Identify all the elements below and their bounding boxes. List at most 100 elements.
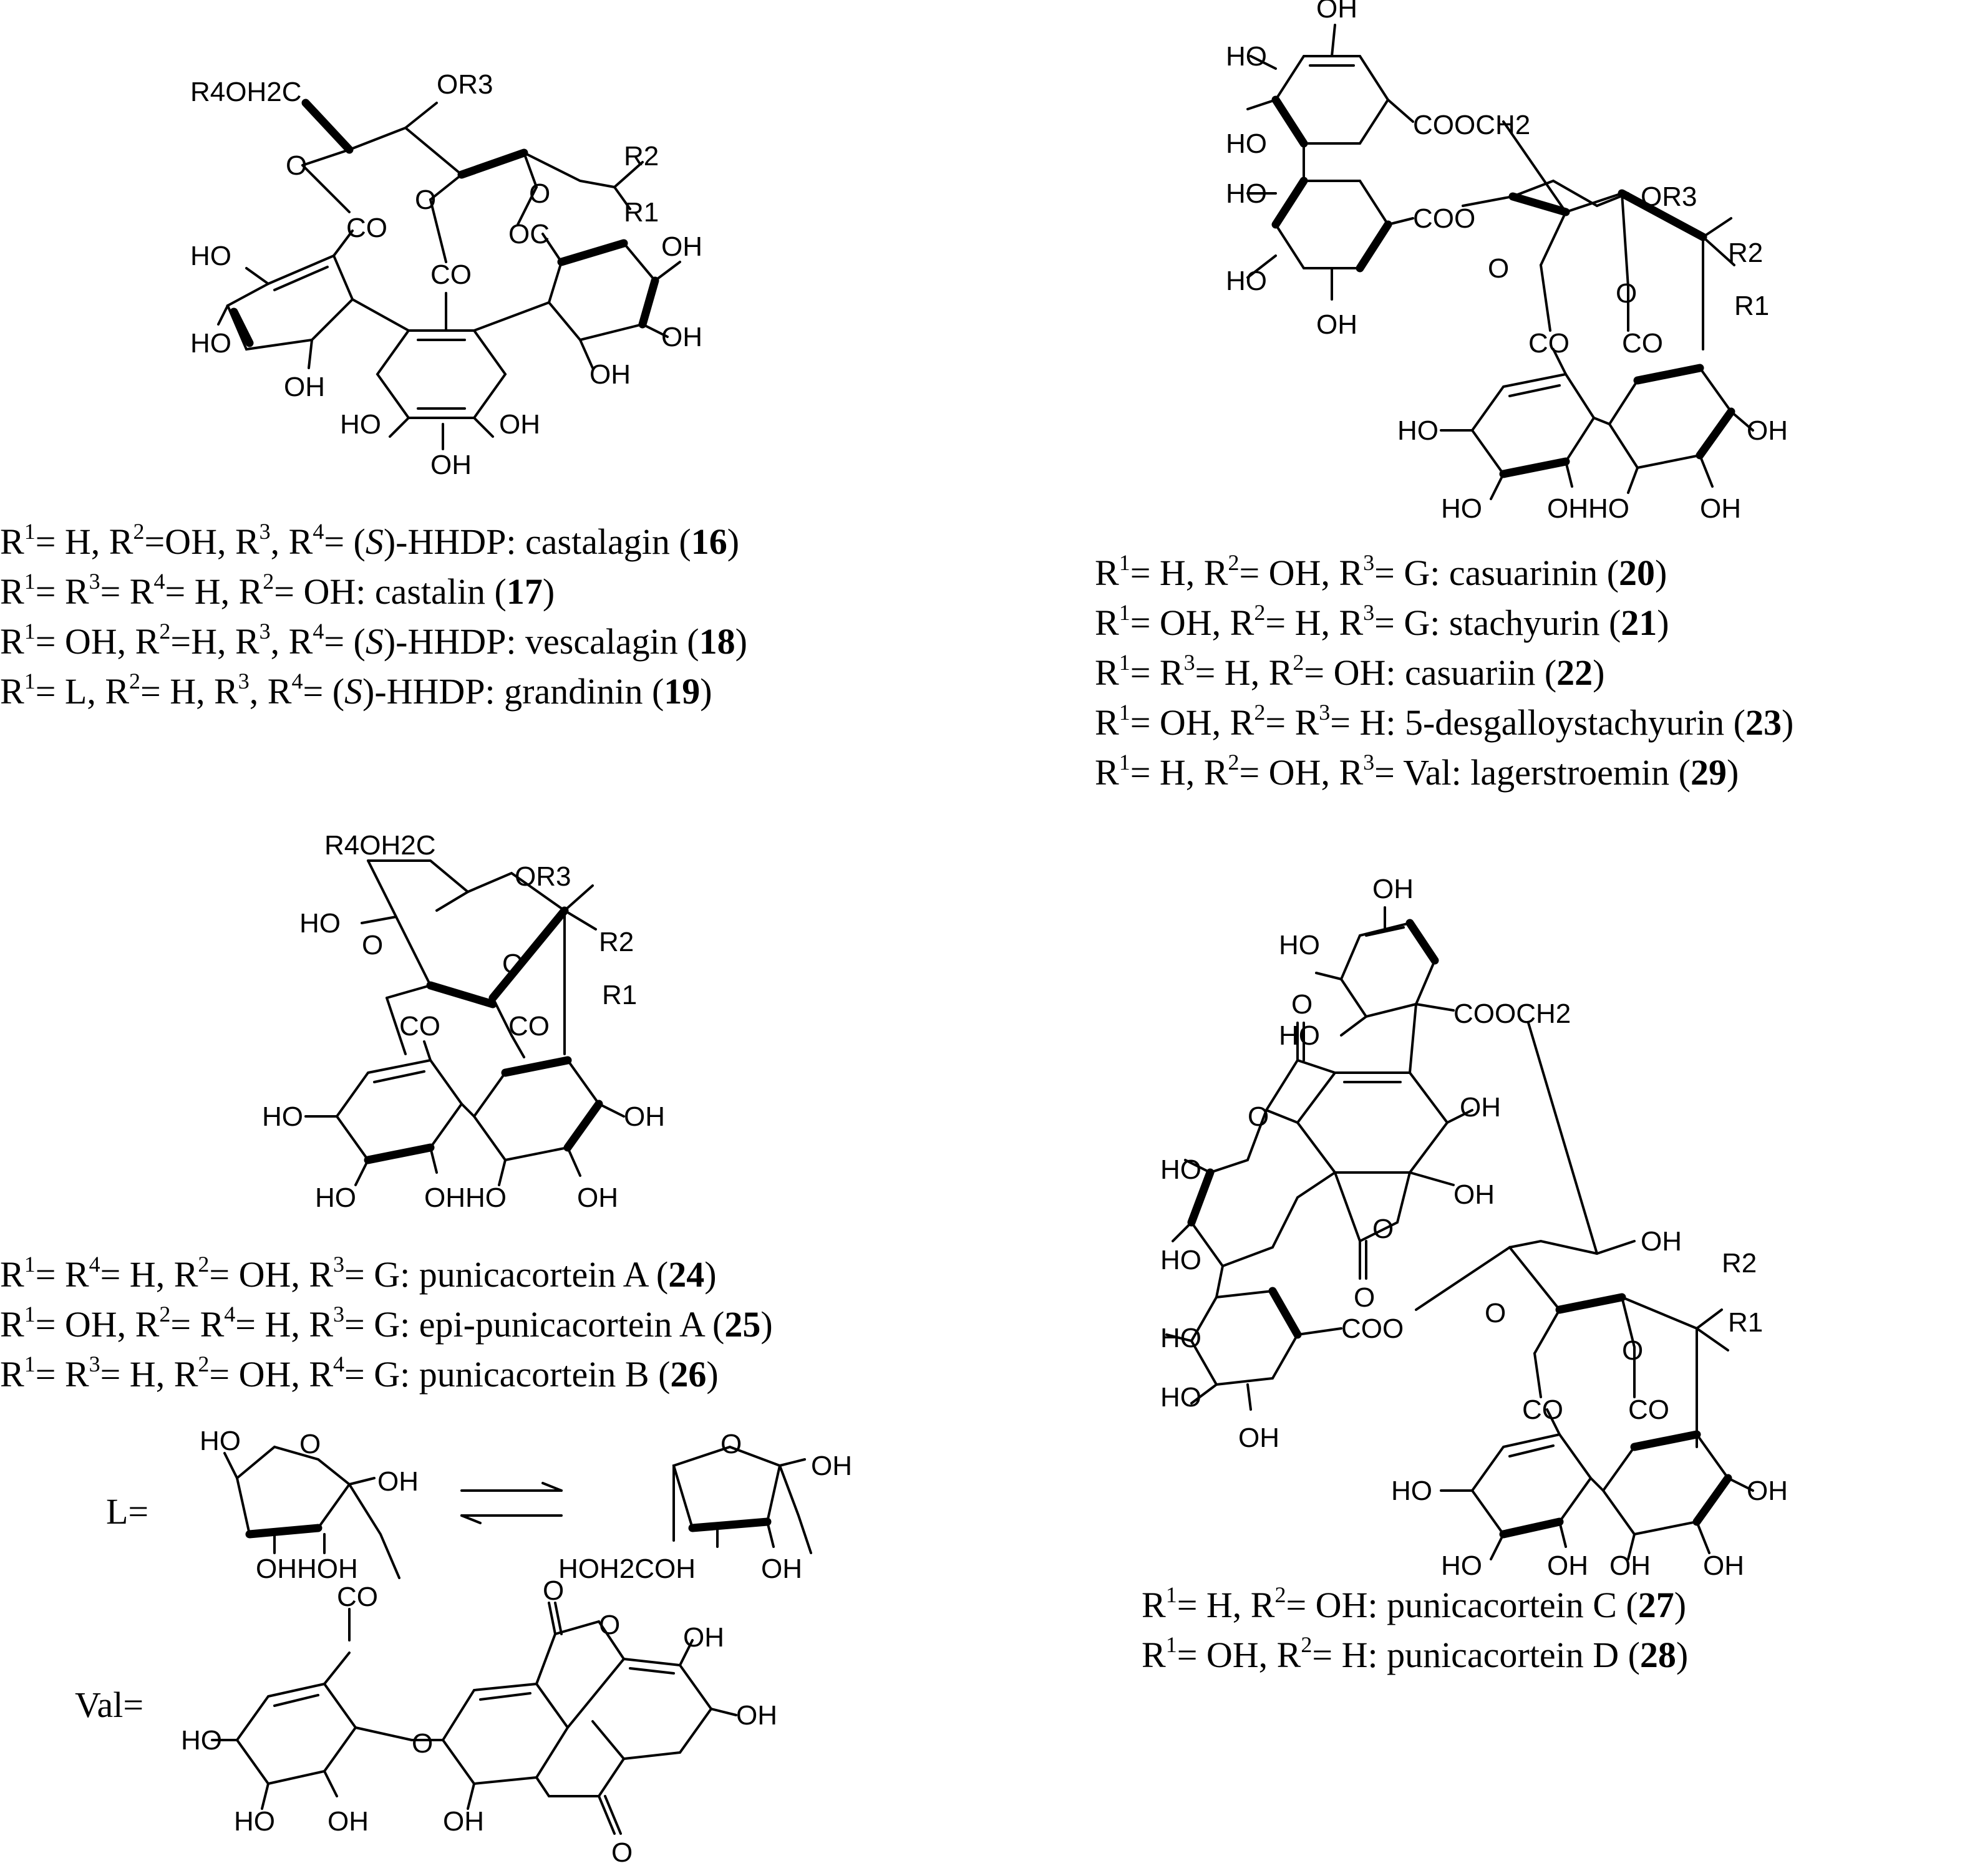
group-label: OH [328, 1806, 369, 1837]
group-label: OC [508, 219, 550, 249]
group-label: O [415, 185, 436, 215]
structure-Val-substituent: CO O OH HO O OH HO OH OH O O [181, 1575, 777, 1868]
group-label: OR3 [1641, 181, 1697, 212]
group-label: HO [1160, 1382, 1201, 1413]
group-label: HO [299, 908, 341, 939]
group-label: HO [1226, 178, 1267, 209]
group-label: HO [1160, 1323, 1201, 1353]
group-label: OH [1700, 493, 1741, 524]
caption-line: R1= H, R2= OH: punicacortein C (27) [1142, 1582, 1687, 1625]
group-label: R2 [624, 141, 659, 172]
group-label: O [1622, 1335, 1643, 1366]
caption-line: R1= R3= H, R2= OH: casuariin (22) [1095, 650, 1605, 693]
group-label: OH [1460, 1092, 1501, 1123]
group-label: O [412, 1728, 433, 1759]
group-label: OH [683, 1622, 724, 1653]
group-label: COO [1341, 1313, 1404, 1344]
caption-line: R1= H, R2= OH, R3= Val: lagerstroemin (2… [1095, 750, 1739, 793]
group-label: R2 [1728, 238, 1763, 268]
group-label: CO [337, 1582, 378, 1612]
structure-punicacortein-c: OH HO HO COOCH2 O OH O HO OH HO O O OH R… [1160, 874, 1788, 1581]
group-label: R1 [602, 980, 637, 1010]
group-label: OHHO [1547, 493, 1629, 524]
caption-line: R1= OH, R2= H: punicacortein D (28) [1142, 1632, 1689, 1675]
group-label: O [599, 1610, 620, 1640]
group-label: O [1485, 1298, 1506, 1328]
group-label: HO [1160, 1154, 1201, 1185]
group-label: R2 [1722, 1248, 1757, 1279]
group-label: O [721, 1429, 742, 1459]
group-label: O [1291, 989, 1313, 1020]
structure-punicacortein-a: R4OH2C OR3 HO O O R2 R1 CO CO HO OH HO O… [262, 830, 665, 1213]
group-label: O [299, 1429, 321, 1459]
caption-line: R1= L, R2= H, R3, R4= (S)-HHDP: grandini… [0, 669, 712, 712]
group-label: HO [1226, 41, 1267, 72]
group-label: R4OH2C [324, 830, 436, 861]
group-label: HO [190, 241, 231, 271]
caption-line: R1= R3= H, R2= OH, R4= G: punicacortein … [0, 1351, 719, 1395]
group-label: HO [1279, 1020, 1320, 1051]
group-label: OH [1316, 0, 1357, 24]
group-label: HO [262, 1101, 303, 1132]
caption-line: R1= R3= R4= H, R2= OH: castalin (17) [0, 569, 555, 612]
group-label: OH [1238, 1423, 1279, 1453]
group-label: O [1372, 1214, 1394, 1244]
group-label: HO [1397, 415, 1439, 446]
group-label: HO [181, 1725, 222, 1756]
group-label: R1 [1734, 291, 1769, 321]
structure-casuarinin: OH HO HO COOCH2 HO COO OR3 HO OH O O R2 … [1226, 0, 1788, 524]
group-label: O [286, 150, 307, 181]
group-label: O [611, 1837, 633, 1868]
group-label: OH [577, 1182, 618, 1213]
group-label: O [529, 178, 550, 209]
group-label: OH [1641, 1226, 1682, 1257]
group-label: OH [1609, 1550, 1651, 1581]
group-label: HO [1391, 1476, 1432, 1506]
group-label: CO [399, 1011, 440, 1042]
group-label: OH [284, 372, 325, 402]
group-label: CO [1522, 1395, 1563, 1425]
group-label: CO [346, 213, 387, 243]
structure-castalagin: R4OH2C OR3 O O O R2 R1 CO CO OC HO HO OH… [190, 69, 702, 480]
group-label: OH [590, 359, 631, 390]
group-label: R4OH2C [190, 77, 302, 107]
group-label: HO [1226, 266, 1267, 296]
caption-line: R1= OH, R2= R3= H: 5-desgalloystachyurin… [1095, 700, 1794, 743]
caption-line: R1= H, R2= OH, R3= G: casuarinin (20) [1095, 550, 1667, 593]
group-label: OHHO [424, 1182, 507, 1213]
group-label: O [502, 949, 523, 979]
group-label: OH [761, 1554, 802, 1584]
group-label: OH [661, 231, 702, 262]
group-label: HO [315, 1182, 356, 1213]
group-label: OH [377, 1466, 419, 1497]
group-label: CO [1528, 328, 1570, 359]
group-label: COOCH2 [1413, 110, 1530, 140]
group-label: R1 [1728, 1307, 1763, 1338]
group-label: O [362, 930, 383, 960]
group-label: OH [443, 1806, 484, 1837]
group-label: HO [1441, 1550, 1482, 1581]
group-label: O [1488, 253, 1509, 284]
caption-line: R1= R4= H, R2= OH, R3= G: punicacortein … [0, 1252, 717, 1295]
group-label: OH [1372, 874, 1414, 904]
group-label: CO [430, 259, 472, 290]
group-label: HOH2COH [558, 1554, 696, 1584]
group-label: OH [430, 450, 472, 480]
group-label: OH [1747, 415, 1788, 446]
group-label: OR3 [437, 69, 493, 100]
group-label: HO [190, 328, 231, 359]
group-label: COOCH2 [1453, 998, 1571, 1029]
label-L: L= [106, 1491, 149, 1532]
group-label: R2 [599, 927, 634, 957]
caption-line: R1= OH, R2= H, R3= G: stachyurin (21) [1095, 600, 1669, 643]
group-label: CO [508, 1011, 550, 1042]
group-label: HO [234, 1806, 275, 1837]
group-label: OH [1703, 1550, 1744, 1581]
group-label: HO [1226, 128, 1267, 159]
group-label: OH [499, 409, 540, 440]
group-label: OHHOH [256, 1554, 358, 1584]
group-label: R1 [624, 197, 659, 228]
label-Val: Val= [75, 1685, 144, 1725]
group-label: OH [1747, 1476, 1788, 1506]
